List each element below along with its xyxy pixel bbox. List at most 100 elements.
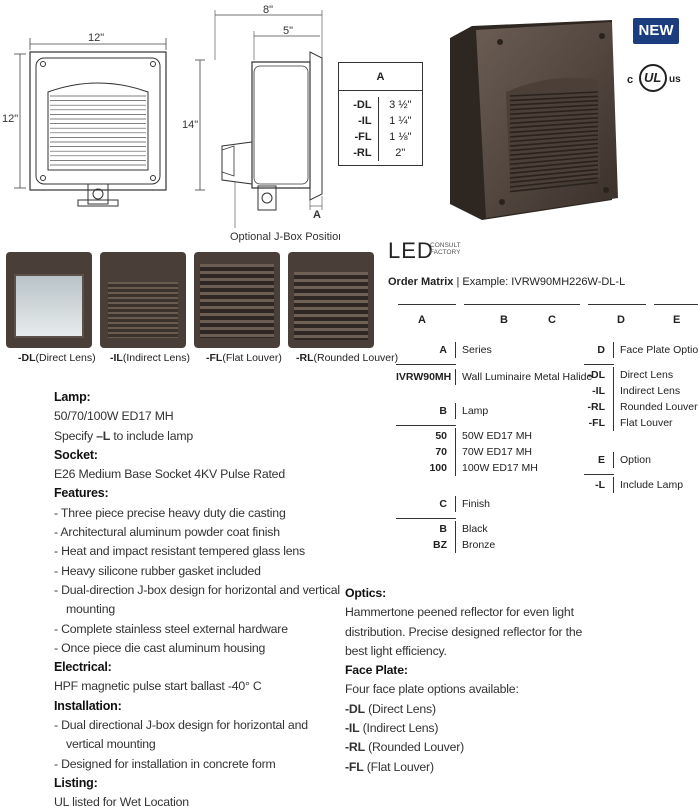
optics-heading: Optics: xyxy=(345,586,386,600)
photo-louver-line xyxy=(509,117,599,125)
faceplate-option: -DL (Direct Lens) xyxy=(345,701,436,716)
feature-item: - Dual-direction J-box design for horizo… xyxy=(54,582,340,617)
dim-code: -RL xyxy=(353,147,372,159)
thumb-flat-louver-slats xyxy=(200,264,274,338)
logo-sub: consultfactory xyxy=(430,242,461,256)
lamp-code: 70 xyxy=(396,444,456,460)
cul-circle xyxy=(639,64,667,92)
finish-code: B xyxy=(396,521,456,537)
thumb-label-fl: -FL(Flat Louver) xyxy=(206,352,282,364)
photo-louver-line xyxy=(509,99,599,106)
matrix-slot-line xyxy=(588,304,646,305)
matrix-slot-line xyxy=(654,304,698,305)
socket-heading: Socket: xyxy=(54,447,98,462)
installation-heading: Installation: xyxy=(54,698,122,713)
matrix-letter-a: A xyxy=(418,314,426,326)
feature-item: - Once piece die cast aluminum housing xyxy=(54,640,266,655)
photo-louver-line xyxy=(509,134,599,143)
face-code: -IL xyxy=(584,383,614,399)
face-label: Face Plate Option xyxy=(620,344,698,356)
logo-led: LED xyxy=(388,238,434,263)
front-louvers xyxy=(50,95,146,166)
order-matrix-title: Order Matrix | Example: IVRW90MH226W-DL-… xyxy=(388,276,626,288)
matrix-slot-line xyxy=(464,304,580,305)
finish-value: Black xyxy=(462,523,488,535)
dim-value: 2" xyxy=(395,147,406,159)
finish-key: C xyxy=(396,496,456,512)
lamp-value: 50W ED17 MH xyxy=(462,430,533,442)
installation-item: - Designed for installation in concrete … xyxy=(54,756,276,771)
finish-code: BZ xyxy=(396,537,456,553)
thumb-label-dl: -DL(Direct Lens) xyxy=(18,352,96,364)
face-key: D xyxy=(584,342,614,358)
lamp-label: Lamp xyxy=(462,405,489,417)
dimension-codes: -DL -IL -FL -RL xyxy=(339,97,379,161)
lamp-text: 50/70/100W ED17 MH xyxy=(54,409,174,424)
new-badge: NEW xyxy=(633,18,679,44)
electrical-text: HPF magnetic pulse start ballast -40° C xyxy=(54,679,262,694)
thumb-label-il: -IL(Indirect Lens) xyxy=(110,352,190,364)
dim-code: -IL xyxy=(358,115,372,127)
face-code: -FL xyxy=(584,415,614,431)
photo-louver-line xyxy=(509,138,599,147)
series-value: Wall Luminaire Metal Halide xyxy=(462,371,593,383)
photo-louver-line xyxy=(509,172,599,184)
photo-louver-line xyxy=(509,108,599,115)
face-code: -RL xyxy=(584,399,614,415)
optics-section: Optics: Hammertone peened reflector for … xyxy=(345,584,685,777)
face-value: Indirect Lens xyxy=(620,385,681,397)
order-option-table: E Option -L Include Lamp xyxy=(584,452,683,493)
cul-ul: UL xyxy=(644,70,662,85)
photo-louver-line xyxy=(509,168,599,179)
faceplate-text: Four face plate options available: xyxy=(345,682,519,697)
option-key: E xyxy=(584,452,614,468)
matrix-letter-b: B xyxy=(500,314,508,326)
option-value: Include Lamp xyxy=(620,479,684,491)
optics-text: Hammertone peened reflector for even lig… xyxy=(345,605,574,620)
finish-value: Bronze xyxy=(462,539,496,551)
dim-value: 3 ½" xyxy=(389,99,412,111)
faceplate-option: -IL (Indirect Lens) xyxy=(345,721,439,736)
dim-front-height: 12" xyxy=(2,113,18,125)
matrix-letter-c: C xyxy=(548,314,556,326)
series-code: IVRW90MH xyxy=(396,369,456,385)
feature-item: - Heat and impact resistant tempered gla… xyxy=(54,544,306,559)
photo-louver-line xyxy=(509,151,599,161)
order-series-table: A Series IVRW90MH Wall Luminaire Metal Hal… xyxy=(396,342,592,385)
face-value: Direct Lens xyxy=(620,369,674,381)
feature-item: - Heavy silicone rubber gasket included xyxy=(54,563,261,578)
photo-louver-line xyxy=(509,160,599,170)
photo-louvers xyxy=(509,91,599,193)
faceplate-option: -RL (Rounded Louver) xyxy=(345,740,465,755)
socket-text: E26 Medium Base Socket 4KV Pulse Rated xyxy=(54,467,285,482)
cul-listed-mark: c UL us xyxy=(627,62,683,98)
thumb-label-rl: -RL(Rounded Louver) xyxy=(296,352,399,364)
dim-side-height: 14" xyxy=(182,119,198,131)
feature-item: - Architectural aluminum powder coat fin… xyxy=(54,525,280,540)
cul-us: us xyxy=(669,74,681,85)
lamp-value: 70W ED17 MH xyxy=(462,446,533,458)
dim-value: 1 ¼" xyxy=(389,115,412,127)
series-label: Series xyxy=(462,344,492,356)
dim-code: -DL xyxy=(353,99,372,111)
photo-louver-line xyxy=(509,147,599,156)
thumb-rounded-louver-slats xyxy=(294,272,368,340)
option-label: Option xyxy=(620,454,651,466)
matrix-slot-line xyxy=(398,304,456,305)
features-heading: Features: xyxy=(54,486,109,501)
dim-value: 1 ⅛" xyxy=(389,131,412,143)
spec-list: Lamp: 50/70/100W ED17 MH Specify –L to i… xyxy=(54,388,344,807)
feature-item: - Complete stainless steel external hard… xyxy=(54,621,288,636)
photo-louver-line xyxy=(509,104,599,111)
series-key: A xyxy=(396,342,456,358)
option-code: -L xyxy=(584,477,614,493)
lamp-value: 100W ED17 MH xyxy=(462,462,538,474)
face-value: Flat Louver xyxy=(620,417,673,429)
listing-text: UL listed for Wet Location xyxy=(54,795,189,807)
dim-code: -FL xyxy=(354,131,372,143)
feature-item: - Three piece precise heavy duty die cas… xyxy=(54,505,286,520)
dim-front-width: 12" xyxy=(88,32,104,44)
jbox-caption: Optional J-Box Position xyxy=(230,231,340,243)
